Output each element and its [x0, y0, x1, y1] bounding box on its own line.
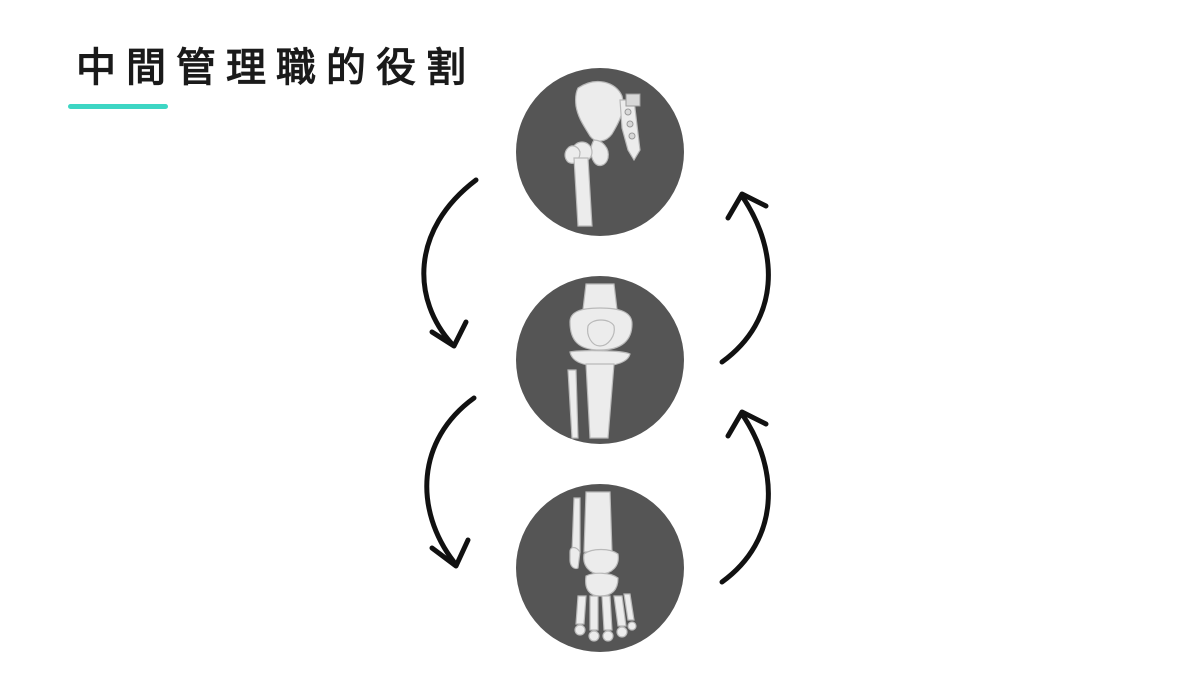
title-accent-underline: [68, 104, 168, 109]
ankle-foot-icon: [516, 484, 684, 652]
knee-joint-icon: [516, 276, 684, 444]
arrow-knee-to-hip: [719, 191, 771, 365]
slide-title: 中間管理職的役割: [76, 45, 476, 91]
arrow-ankle-to-knee: [719, 409, 771, 585]
arrow-knee-to-ankle: [424, 395, 477, 569]
hip-joint-icon: [516, 68, 684, 236]
arrow-hip-to-knee: [421, 177, 479, 349]
